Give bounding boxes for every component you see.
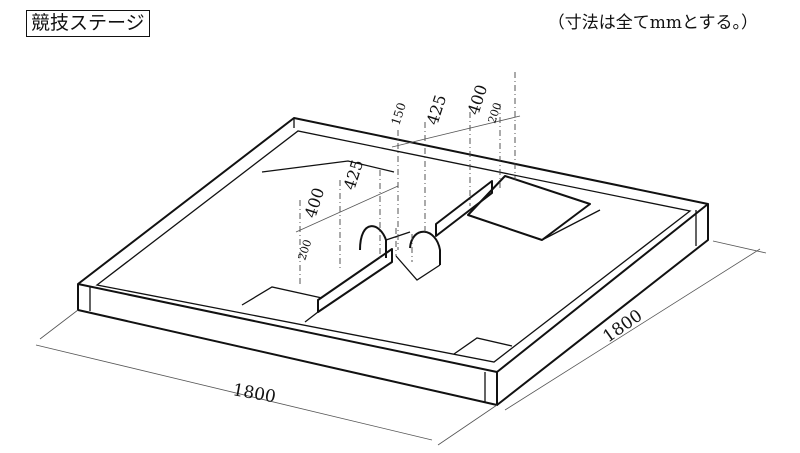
back-left-area xyxy=(261,160,395,173)
frame-right-wall xyxy=(496,204,709,406)
top-dim-baseline xyxy=(391,115,521,148)
depth-dim-line xyxy=(504,240,767,411)
dim-200-left: 200 xyxy=(295,238,314,262)
units-note: （寸法は全てmmとする。） xyxy=(547,13,758,33)
dim-150: 150 xyxy=(389,101,409,127)
arch-left xyxy=(359,225,387,258)
frame-corner-lines xyxy=(89,210,697,402)
frame-inner-rim xyxy=(95,130,692,363)
ramp-edge xyxy=(467,209,601,241)
dim-425-top: 425 xyxy=(423,92,451,127)
front-right-area xyxy=(453,337,513,355)
divider-front-wall xyxy=(317,248,393,313)
width-dim-line xyxy=(35,309,498,446)
arch-inner xyxy=(395,228,413,262)
dim-width-right: 1800 xyxy=(599,306,646,347)
ramp xyxy=(467,175,601,241)
left-extension-lines xyxy=(299,170,381,285)
stage-title: 競技ステージ xyxy=(26,10,150,37)
frame-front-wall xyxy=(77,284,498,406)
dim-200-top: 200 xyxy=(485,101,504,125)
dimension-lines xyxy=(35,72,767,446)
divider-back-wall xyxy=(435,180,493,237)
dim-400-top: 400 xyxy=(464,82,492,117)
arch-obstacle xyxy=(359,225,441,281)
divider-front-base xyxy=(304,311,319,323)
dim-width-bottom: 1800 xyxy=(231,380,277,407)
stage-frame xyxy=(77,117,709,406)
top-extension-lines xyxy=(397,72,516,250)
arch-base xyxy=(395,255,441,281)
arch-right xyxy=(409,230,441,265)
floor-markings xyxy=(241,160,513,355)
dim-400-left: 400 xyxy=(301,185,329,220)
left-dim-baseline xyxy=(295,185,399,233)
center-divider xyxy=(304,180,493,323)
front-left-area xyxy=(241,286,323,306)
dim-425-mid: 425 xyxy=(340,157,368,192)
